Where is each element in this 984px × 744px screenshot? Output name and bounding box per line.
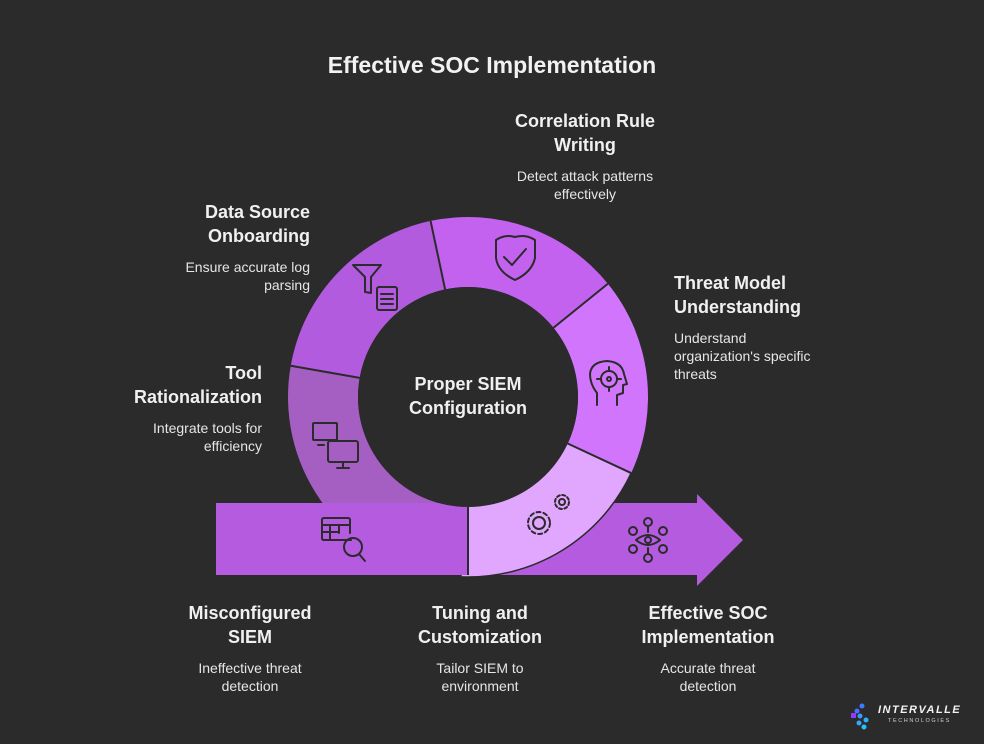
ring-segment-data-source [290,220,446,378]
segment-dividers [290,220,632,578]
segment-divider [567,442,632,474]
segment-divider [552,282,609,329]
logo-name: INTERVALLE [878,704,962,716]
gears-icon [527,494,570,535]
ring-segment-tuning [461,443,632,577]
shield-check-icon [495,235,536,281]
ring-segment-correlation [430,216,608,328]
segment-divider [429,220,447,290]
segment-divider [290,364,360,379]
intervalle-logo: INTERVALLE TECHNOLOGIES [850,702,970,730]
head-target-icon [589,360,628,406]
diagram-title: Effective SOC Implementation [327,52,657,78]
tuning-edge [461,472,632,578]
logo-subtitle: TECHNOLOGIES [888,718,951,724]
filter-document-icon [352,264,398,311]
table-search-icon [321,517,366,562]
center-label-line1: Proper SIEM [414,374,522,394]
center-label: Proper SIEM Configuration [388,372,548,420]
ring-center [358,287,578,507]
monitors-icon [312,422,359,469]
center-label-line2: Configuration [409,398,527,418]
logo-mark-icon [851,703,869,730]
network-eye-icon [628,517,668,563]
